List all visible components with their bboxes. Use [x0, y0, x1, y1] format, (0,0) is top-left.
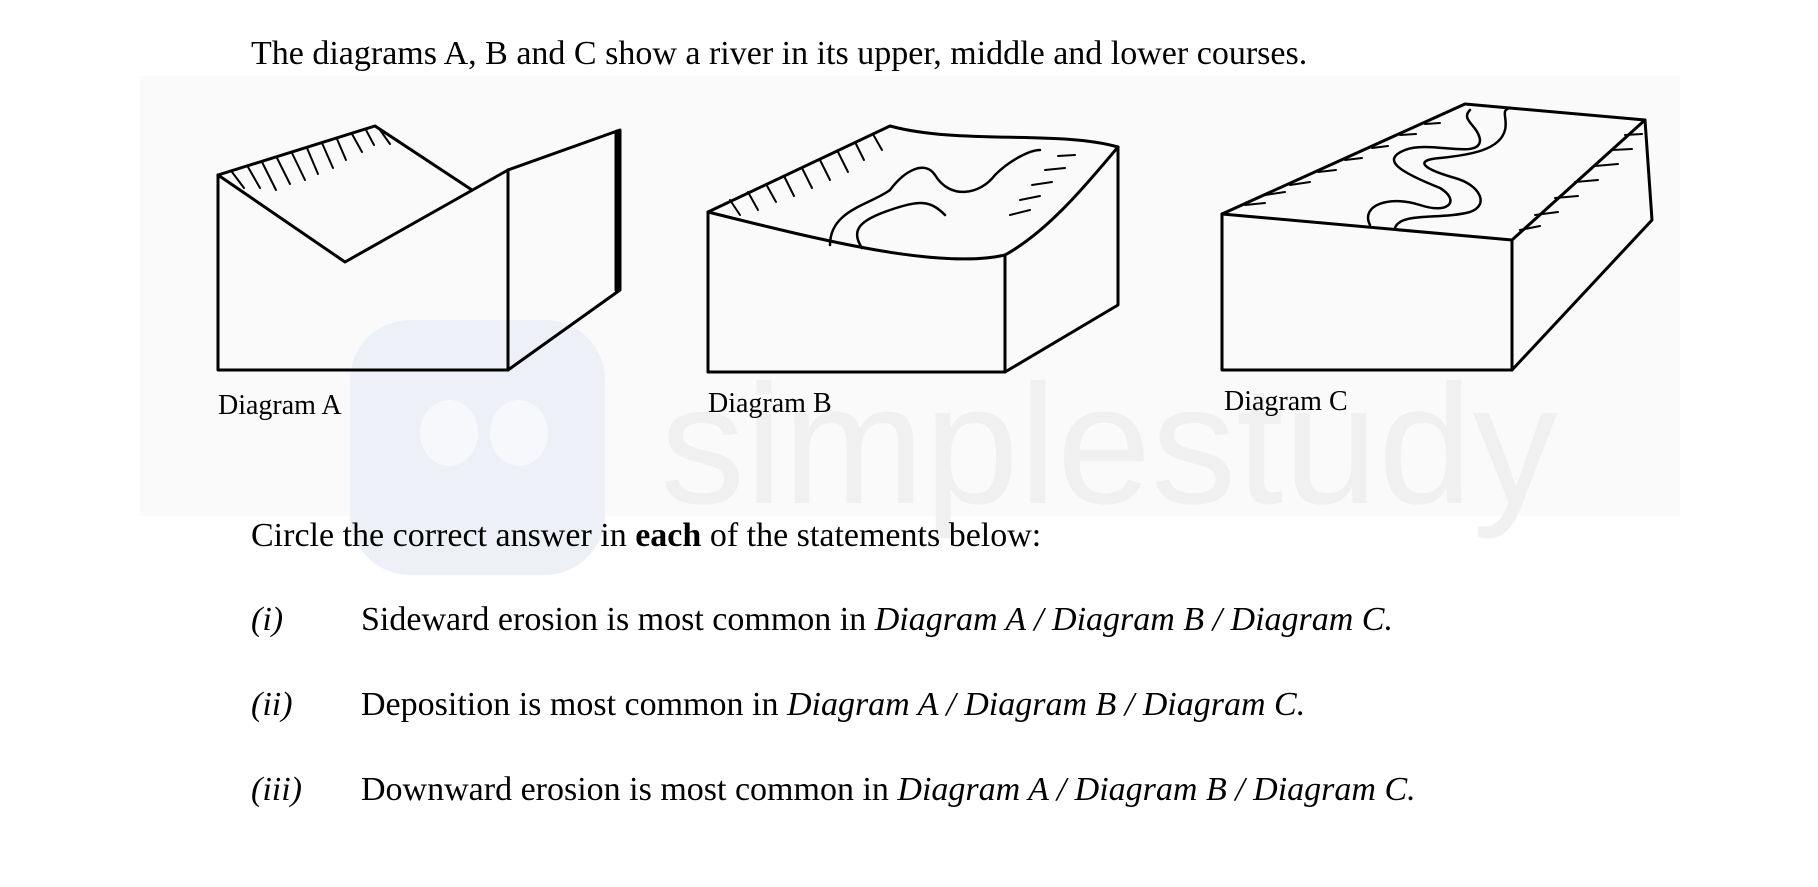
- diagram-a-label: Diagram A: [218, 390, 342, 421]
- question-statement: Sideward erosion is most common in Diagr…: [361, 600, 1393, 640]
- instruction-emphasis: each: [635, 517, 702, 554]
- answer-options[interactable]: Diagram A / Diagram B / Diagram C.: [897, 771, 1416, 808]
- question-number: (i): [251, 601, 284, 638]
- question-number: (iii): [251, 771, 302, 808]
- question-statement: Deposition is most common in Diagram A /…: [361, 685, 1305, 725]
- simplestudy-logo-icon: [350, 320, 605, 575]
- diagram-b-illustration: [706, 124, 1120, 374]
- diagram-b-label: Diagram B: [708, 388, 832, 419]
- diagram-c-illustration: [1220, 102, 1654, 372]
- question-number: (ii): [251, 686, 293, 723]
- instruction-after: of the statements below:: [701, 517, 1042, 554]
- question-text: Deposition is most common in: [361, 686, 787, 723]
- question-text: Downward erosion is most common in: [361, 771, 898, 808]
- intro-text: The diagrams A, B and C show a river in …: [251, 35, 1308, 72]
- answer-options[interactable]: Diagram A / Diagram B / Diagram C.: [874, 601, 1393, 638]
- watermark-text: simplestudy: [660, 350, 1558, 540]
- diagram-c-label: Diagram C: [1224, 386, 1348, 417]
- question-text: Sideward erosion is most common in: [361, 601, 875, 638]
- answer-options[interactable]: Diagram A / Diagram B / Diagram C.: [786, 686, 1306, 723]
- instruction-text: Circle the correct answer in each of the…: [251, 516, 1041, 556]
- instruction-before: Circle the correct answer in: [251, 517, 636, 554]
- watermark: simplestudy: [350, 320, 1558, 580]
- question-statement: Downward erosion is most common in Diagr…: [361, 770, 1416, 810]
- diagram-a-illustration: [216, 124, 622, 372]
